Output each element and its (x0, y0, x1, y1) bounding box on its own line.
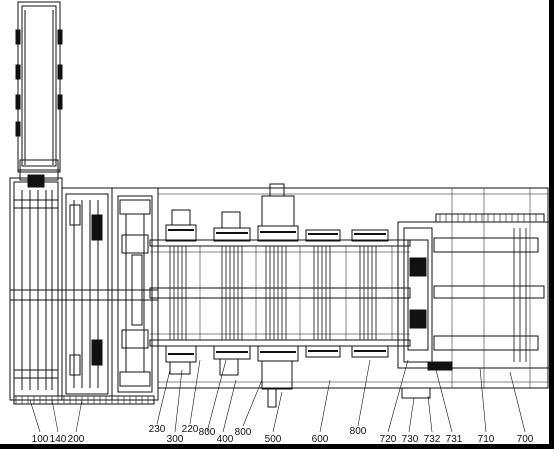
callout-230: 230 (148, 424, 166, 435)
callout-200: 200 (67, 434, 85, 445)
module-700 (397, 188, 551, 399)
callout-800-a: 800 (198, 427, 216, 438)
right-border (549, 0, 554, 449)
callout-732: 732 (423, 434, 441, 445)
callout-700: 700 (516, 434, 534, 445)
callout-500: 500 (264, 434, 282, 445)
callout-720: 720 (379, 434, 397, 445)
callout-731: 731 (445, 434, 463, 445)
bottom-rack (13, 395, 155, 405)
callout-300: 300 (166, 434, 184, 445)
callout-140: 140 (49, 434, 67, 445)
callout-710: 710 (477, 434, 495, 445)
vertical-tower (15, 1, 63, 181)
callout-220: 220 (181, 424, 199, 435)
callout-100: 100 (31, 434, 49, 445)
callout-800-b: 800 (234, 427, 252, 438)
callout-800-c: 800 (349, 426, 367, 437)
callout-600: 600 (311, 434, 329, 445)
module-220 (111, 187, 159, 401)
callout-730: 730 (401, 434, 419, 445)
callout-400: 400 (216, 434, 234, 445)
conveyor-rails (149, 239, 411, 347)
heads-top (165, 183, 389, 242)
heads-bottom (165, 345, 389, 408)
bottom-border (0, 444, 554, 449)
leader-lines (29, 359, 526, 433)
roller-bundles (169, 246, 393, 340)
